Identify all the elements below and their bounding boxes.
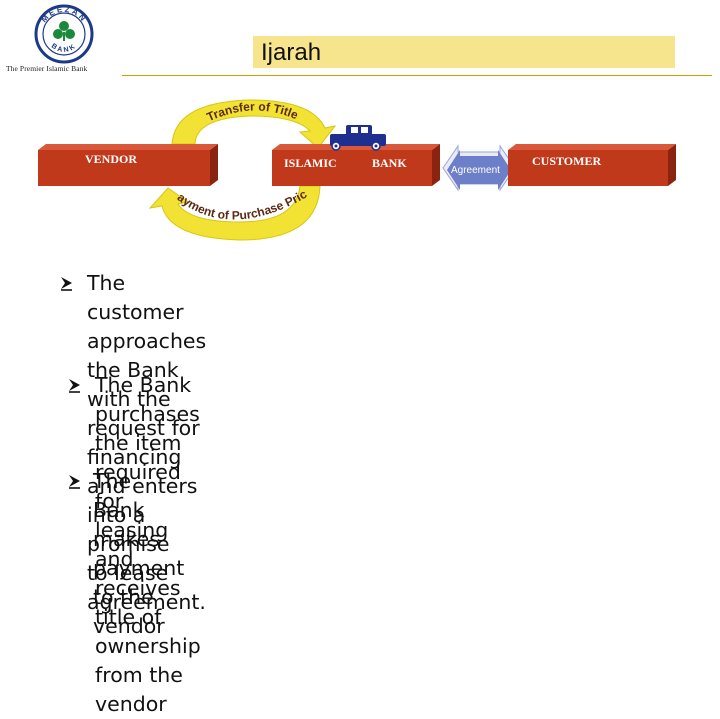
agreement-arrow xyxy=(442,144,516,192)
car-icon xyxy=(330,125,386,151)
arrow-bullet-icon xyxy=(69,475,80,489)
arrow-bullet-icon xyxy=(61,277,72,291)
arrow-bullet-icon xyxy=(69,379,80,393)
title-bar: Ijarah xyxy=(253,36,675,68)
vendor-label: VENDOR xyxy=(85,152,138,166)
islamic-label: ISLAMIC xyxy=(284,156,337,170)
customer-box xyxy=(508,144,676,186)
meezan-bank-logo: MEEZAN BANK xyxy=(8,2,120,76)
payment-arrow xyxy=(148,185,321,241)
bank-label: BANK xyxy=(372,156,407,170)
logo-caption: The Premier Islamic Bank xyxy=(6,64,88,73)
ijarah-flow-diagram: Transfer of Title Payment of Purchase Pr… xyxy=(0,88,720,258)
vendor-box xyxy=(38,144,218,186)
logo-bottom-text: BANK xyxy=(50,43,76,54)
customer-label: CUSTOMER xyxy=(532,154,602,168)
transfer-title-arrow xyxy=(171,99,337,149)
header-divider xyxy=(122,75,712,76)
page-title: Ijarah xyxy=(261,39,322,66)
bank-box xyxy=(272,144,440,186)
svg-text:BANK: BANK xyxy=(50,43,78,54)
bullet-text-3: The Bank makes payment to the vendor xyxy=(93,469,185,638)
agreement-label: Agreement xyxy=(451,165,500,176)
